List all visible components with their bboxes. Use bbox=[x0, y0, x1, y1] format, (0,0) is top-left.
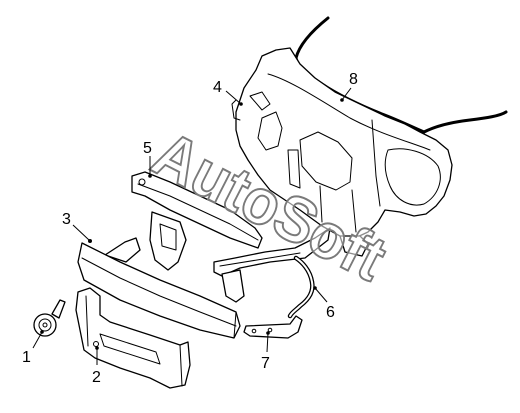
part-6-illustration bbox=[287, 255, 315, 319]
callout-8: 8 bbox=[340, 71, 358, 102]
callout-7-leader bbox=[266, 332, 269, 353]
callout-3: 3 bbox=[62, 211, 90, 241]
callout-1-label: 1 bbox=[22, 349, 31, 366]
part-5-illustration bbox=[131, 171, 263, 271]
callout-3-leader bbox=[72, 224, 90, 241]
callout-3-label: 3 bbox=[62, 211, 71, 228]
callout-1-leader bbox=[32, 331, 43, 349]
part-3-illustration bbox=[77, 237, 241, 339]
callout-4-label: 4 bbox=[213, 79, 222, 96]
callout-6: 6 bbox=[313, 286, 335, 321]
part-4-illustration bbox=[231, 47, 453, 257]
callout-4-leader bbox=[225, 90, 242, 105]
connecting-member-illustration bbox=[213, 227, 331, 303]
callout-6-label: 6 bbox=[326, 304, 335, 321]
part-2-illustration bbox=[75, 287, 191, 389]
callout-7-label: 7 bbox=[261, 355, 270, 372]
callout-7: 7 bbox=[261, 331, 270, 372]
part-1-illustration bbox=[33, 299, 66, 337]
part-7-illustration bbox=[243, 315, 303, 339]
callout-6-leader bbox=[314, 287, 328, 303]
callout-5-label: 5 bbox=[143, 140, 152, 157]
callout-1: 1 bbox=[22, 330, 44, 366]
callout-5: 5 bbox=[143, 140, 152, 178]
callout-2: 2 bbox=[92, 346, 101, 386]
callout-8-label: 8 bbox=[349, 71, 358, 88]
callout-4: 4 bbox=[213, 79, 243, 106]
callout-8-leader bbox=[341, 87, 352, 101]
callout-2-label: 2 bbox=[92, 369, 101, 386]
